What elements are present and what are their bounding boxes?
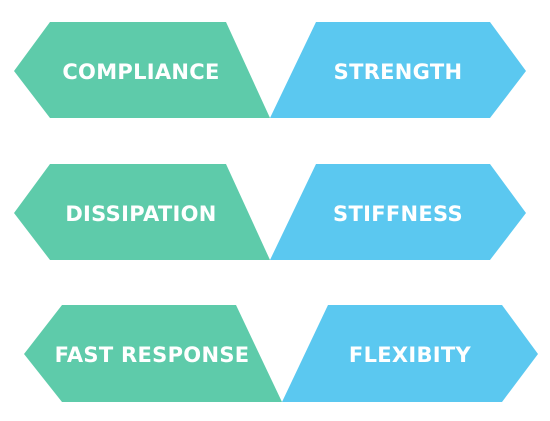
pair-row-1: COMPLIANCE STRENGTH [14,22,526,118]
right-arrow-label: STRENGTH [334,60,463,84]
pair-row-2: DISSIPATION STIFFNESS [14,164,526,260]
left-arrow-label: FAST RESPONSE [55,343,250,367]
right-arrow-shape [282,305,538,402]
left-arrow-shape [14,164,270,260]
left-arrow-label: COMPLIANCE [62,60,219,84]
right-arrow-label: FLEXIBITY [349,343,472,367]
pair-row-3: FAST RESPONSE FLEXIBITY [24,305,538,402]
left-arrow-label: DISSIPATION [65,202,216,226]
right-arrow-shape [270,164,526,260]
right-arrow-shape [270,22,526,118]
left-arrow-shape [24,305,282,402]
left-arrow-shape [14,22,270,118]
right-arrow-label: STIFFNESS [333,202,463,226]
